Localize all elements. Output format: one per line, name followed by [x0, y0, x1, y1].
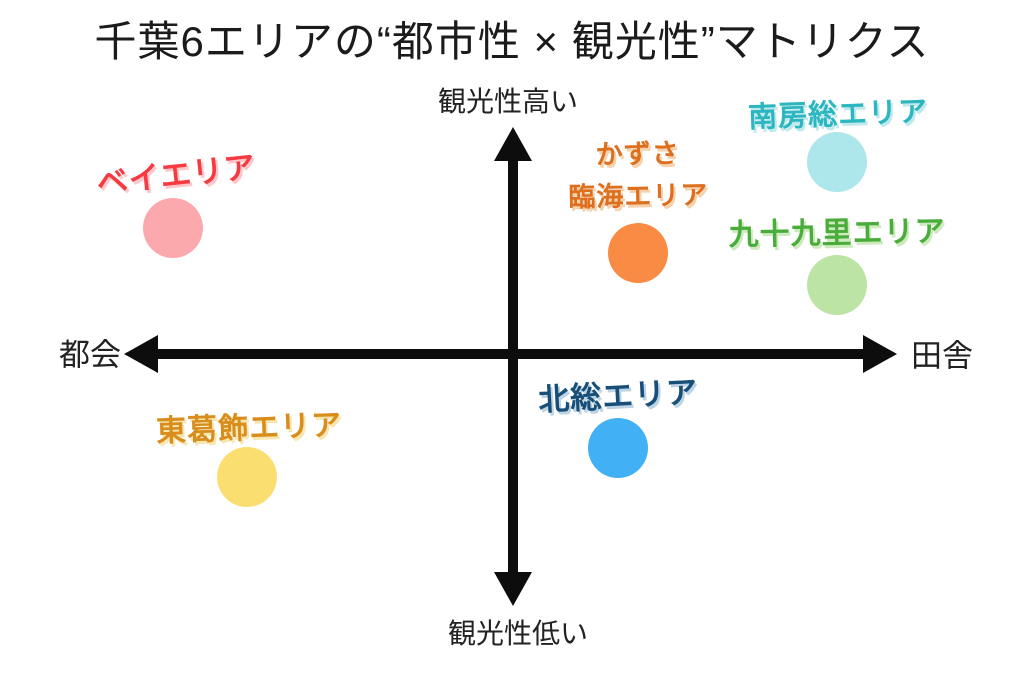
y-axis-bottom-label: 観光性低い [447, 618, 589, 649]
area-label-kazusa-rinkai: かずさ 臨海エリア [567, 133, 709, 219]
area-label-line-1: かずさ [595, 138, 680, 170]
area-label-higashikatsushika: 東葛飾エリア [155, 408, 343, 449]
arrowhead-right-icon [863, 335, 897, 373]
chart-title: 千葉6エリアの“都市性 × 観光性”マトリクス [94, 18, 930, 65]
area-dot-kujukuri [807, 255, 867, 315]
y-axis-top-label: 観光性高い [437, 86, 579, 117]
area-label-bay: ベイエリア [95, 149, 258, 201]
x-axis-left-label: 都会 [59, 337, 121, 373]
area-dot-bay [143, 198, 203, 258]
arrowhead-down-icon [494, 572, 532, 606]
y-axis-line [508, 153, 518, 578]
area-label-hokuso: 北総エリア [537, 374, 699, 418]
area-label-line-2: 臨海エリア [568, 179, 709, 213]
arrowhead-up-icon [494, 127, 532, 161]
area-dot-kazusa-rinkai [608, 223, 668, 283]
area-dot-minamiboso [807, 132, 867, 192]
x-axis-right-label: 田舎 [911, 338, 973, 374]
area-label-kujukuri: 九十九里エリア [728, 215, 946, 252]
area-label-minamiboso: 南房総エリア [747, 95, 929, 135]
arrowhead-left-icon [124, 335, 158, 373]
area-dot-higashikatsushika [217, 447, 277, 507]
area-dot-hokuso [588, 418, 648, 478]
